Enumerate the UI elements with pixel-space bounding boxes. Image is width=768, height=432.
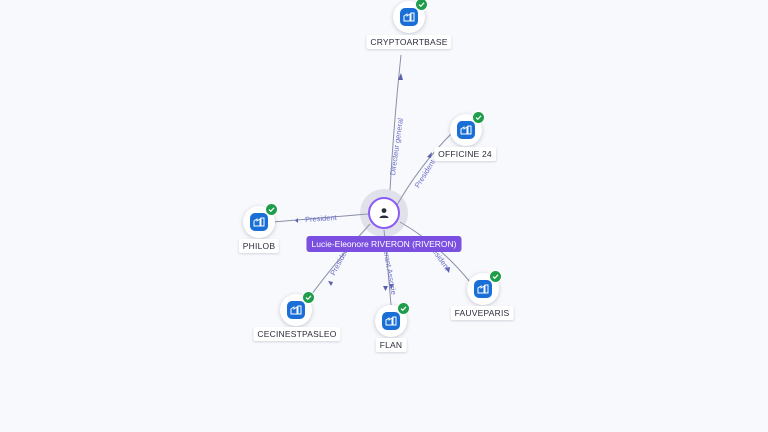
edge-label-officine24: President [413, 157, 438, 189]
company-label-cecinestpasleo[interactable]: CECINESTPASLEO [253, 327, 341, 341]
edge-philob [272, 213, 369, 223]
arrow-flan [383, 286, 388, 291]
arrow-cryptoartbase [398, 73, 403, 80]
arrow-philob [295, 218, 298, 223]
arrow-officine24 [427, 152, 432, 158]
company-node-fauveparis[interactable] [467, 270, 502, 305]
edge-label-philob: President [305, 213, 338, 224]
company-label-fauveparis[interactable]: FAUVEPARIS [450, 306, 514, 320]
verified-check-icon [489, 270, 502, 283]
company-label-flan[interactable]: FLAN [375, 338, 407, 352]
verified-check-icon [302, 291, 315, 304]
company-node-cryptoartbase[interactable] [393, 0, 428, 33]
person-node[interactable] [368, 197, 400, 229]
verified-check-icon [415, 0, 428, 11]
company-label-philob[interactable]: PHILOB [238, 239, 280, 253]
verified-check-icon [472, 111, 485, 124]
verified-check-icon [265, 203, 278, 216]
arrow-cecinestpasleo [328, 281, 333, 286]
edge-officine24 [396, 132, 453, 206]
verified-check-icon [397, 302, 410, 315]
building-icon [400, 8, 418, 26]
company-label-officine24[interactable]: OFFICINE 24 [434, 147, 496, 161]
building-icon [382, 312, 400, 330]
company-node-officine24[interactable] [450, 111, 485, 146]
building-icon [287, 301, 305, 319]
company-label-cryptoartbase[interactable]: CRYPTOARTBASE [366, 35, 452, 49]
company-node-philob[interactable] [243, 203, 278, 238]
company-node-cecinestpasleo[interactable] [280, 291, 315, 326]
person-name-label[interactable]: Lucie-Eleonore RIVERON (RIVERON) [306, 236, 462, 252]
edge-label-cryptoartbase: Directeur general [388, 117, 405, 176]
arrow-fauveparis [445, 267, 450, 273]
person-icon [379, 208, 389, 218]
building-icon [474, 280, 492, 298]
building-icon [457, 121, 475, 139]
edge-cryptoartbase [389, 54, 402, 191]
building-icon [250, 213, 268, 231]
company-node-flan[interactable] [375, 302, 410, 337]
arrow-flan-2 [389, 284, 394, 289]
